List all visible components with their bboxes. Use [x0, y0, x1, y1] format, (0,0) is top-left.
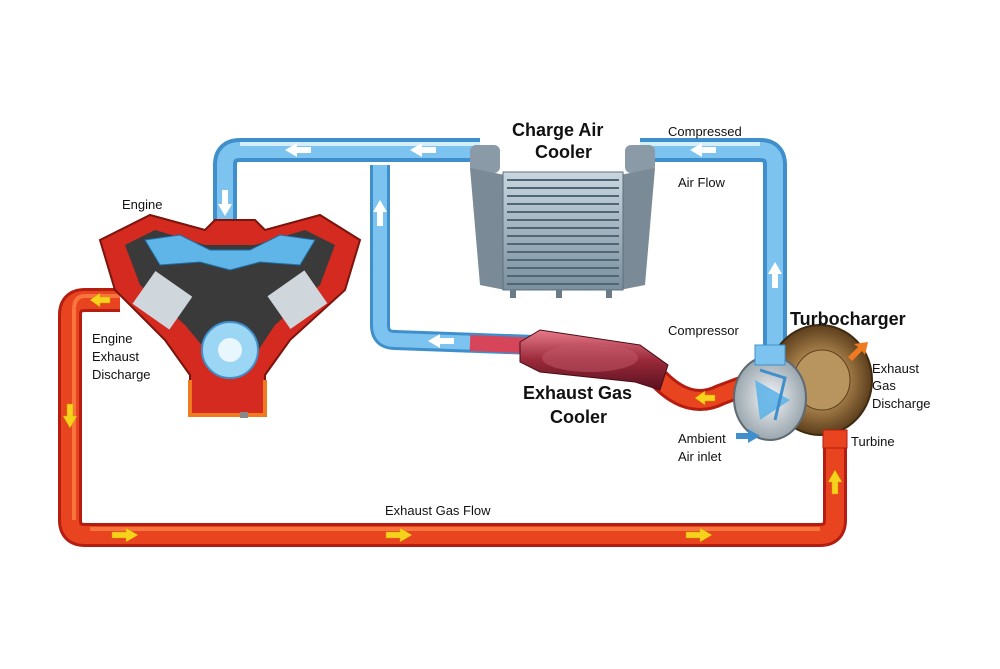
arrow-left-icon	[410, 143, 436, 157]
turbine-label: Turbine	[851, 434, 895, 449]
arrow-up-icon	[373, 200, 387, 226]
engine-exhaust-label-3: Discharge	[92, 367, 151, 382]
compressor-label: Compressor	[668, 323, 739, 338]
arrow-left-icon	[690, 143, 716, 157]
compressed-air-label-1: Compressed	[668, 124, 742, 139]
charge-air-cooler	[470, 145, 655, 298]
exhaust-gas-cooler-label-1: Exhaust Gas	[523, 383, 632, 403]
arrow-right-icon	[385, 527, 413, 543]
arrow-right-icon	[685, 527, 713, 543]
ambient-inlet-arrow	[736, 429, 760, 443]
arrow-up-icon	[827, 469, 843, 495]
arrow-left-icon	[285, 143, 311, 157]
cooler-fins	[507, 179, 619, 285]
flow-arrows-cold	[218, 143, 782, 348]
arrow-left-icon	[89, 292, 111, 308]
arrow-down-icon	[62, 403, 78, 429]
ambient-air-label-2: Air inlet	[678, 449, 722, 464]
exhaust-gas-flow-label: Exhaust Gas Flow	[385, 503, 491, 518]
exhaust-gas-discharge-label-3: Discharge	[872, 396, 931, 411]
exhaust-discharge-arrow	[848, 342, 868, 361]
turbocharger	[733, 324, 873, 449]
arrow-right-icon	[736, 429, 760, 443]
engine	[98, 213, 362, 418]
exhaust-gas-cooler-label-2: Cooler	[550, 407, 607, 427]
engine-exhaust-label-2: Exhaust	[92, 349, 139, 364]
arrow-up-right-icon	[848, 342, 868, 361]
flow-arrows-hot	[62, 292, 843, 543]
engine-exhaust-label-1: Engine	[92, 331, 132, 346]
arrow-left-icon	[694, 390, 716, 406]
exhaust-gas-pipe	[58, 288, 847, 547]
charge-air-cooler-label-2: Cooler	[535, 142, 592, 162]
compressed-air-label-2: Air Flow	[678, 175, 726, 190]
charge-air-pipe	[213, 138, 787, 350]
exhaust-gas-discharge-label-1: Exhaust	[872, 361, 919, 376]
arrow-up-icon	[768, 262, 782, 288]
exhaust-gas-discharge-label-2: Gas	[872, 378, 896, 393]
ambient-air-label-1: Ambient	[678, 431, 726, 446]
engine-label: Engine	[122, 197, 162, 212]
turbocharger-label: Turbocharger	[790, 309, 906, 329]
exhaust-gas-cooler	[519, 329, 669, 391]
arrow-left-icon	[428, 334, 454, 348]
arrow-right-icon	[111, 527, 139, 543]
charge-air-cooler-label-1: Charge Air	[512, 120, 603, 140]
arrow-down-icon	[218, 190, 232, 216]
egr-hot-pipe	[649, 369, 771, 411]
